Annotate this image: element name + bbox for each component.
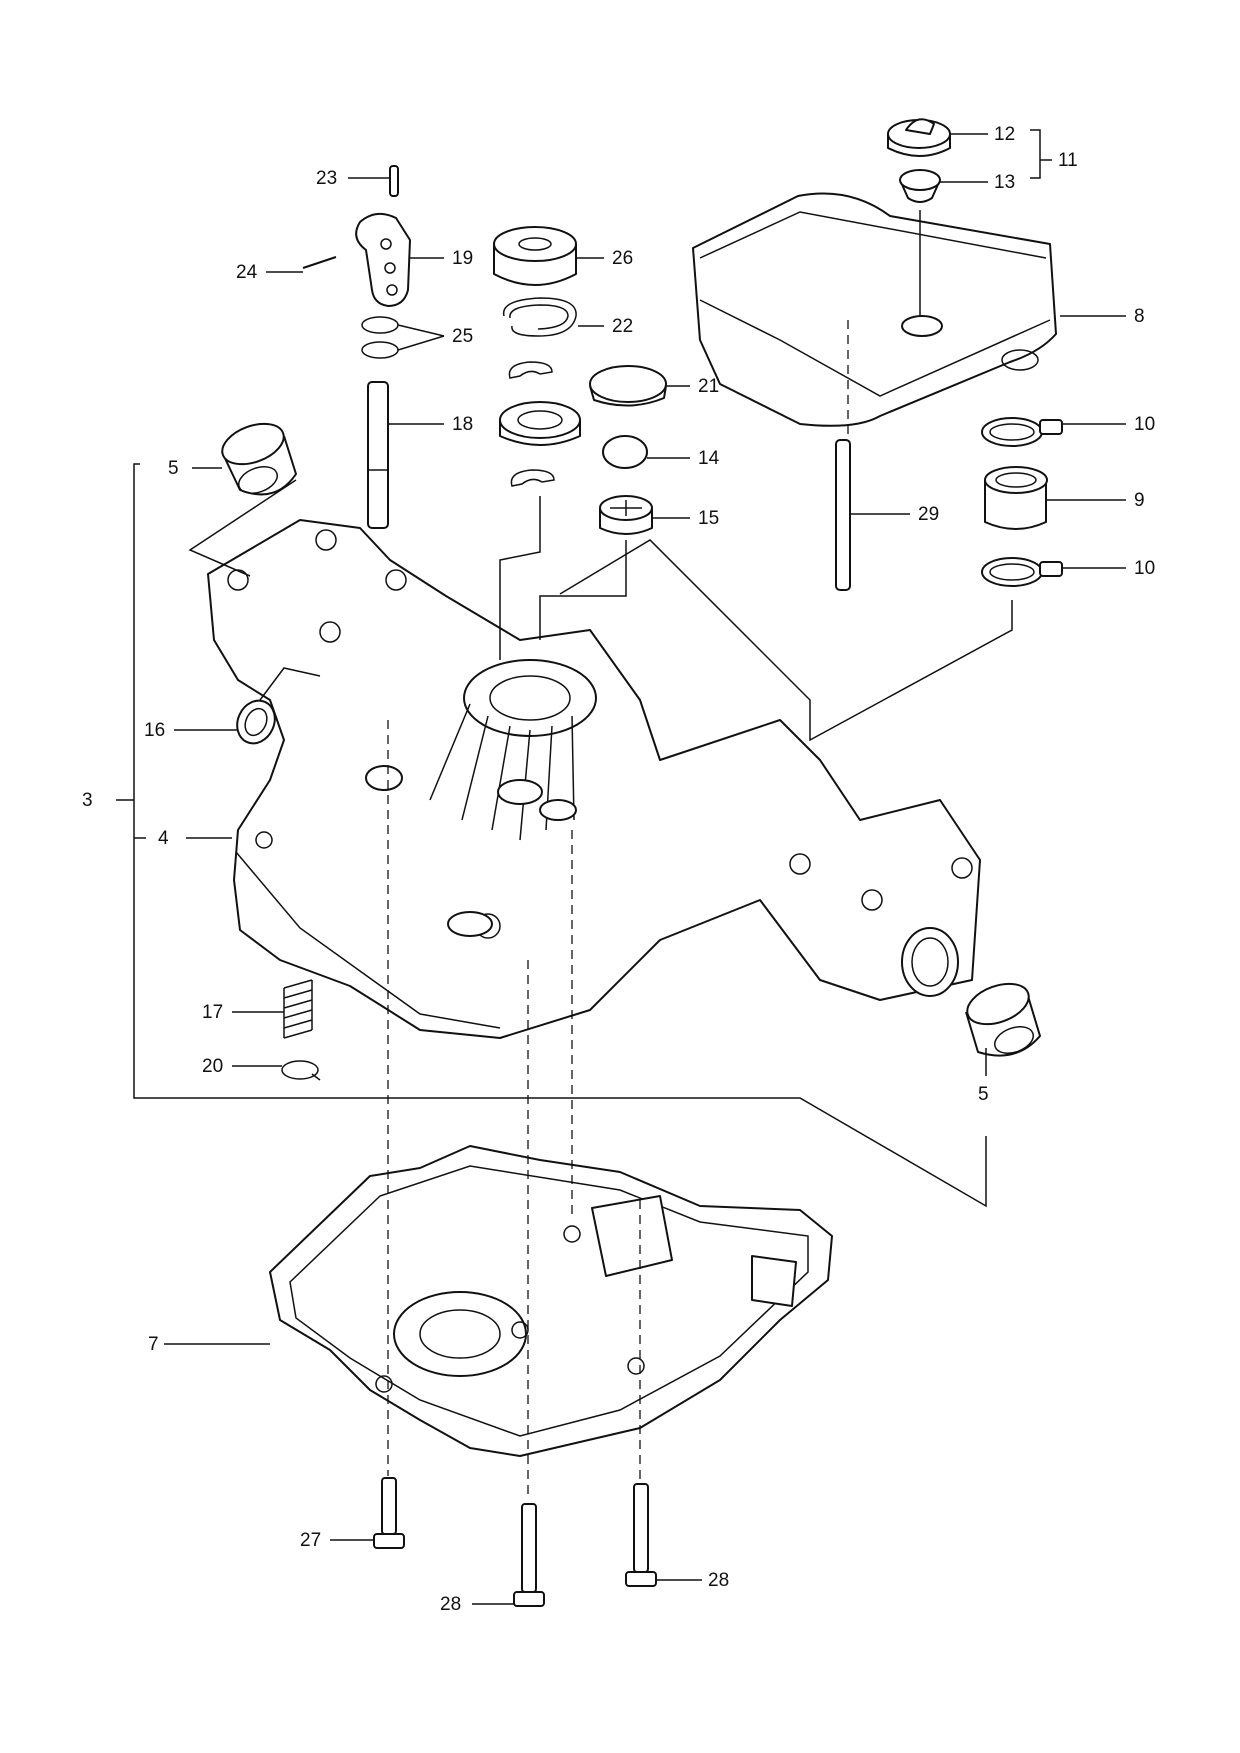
part-18-shaft xyxy=(367,381,389,529)
callout-29: 29 xyxy=(918,504,939,525)
part-28-bolt-right xyxy=(625,1483,657,1587)
callout-3: 3 xyxy=(82,790,93,811)
part-5-bushing-upper xyxy=(221,422,297,496)
part-ball-bearing xyxy=(499,401,581,446)
callout-15: 15 xyxy=(698,508,719,529)
part-9-hose xyxy=(984,466,1048,530)
part-16-oil-seal xyxy=(236,699,276,745)
part-23-pin xyxy=(389,165,399,197)
part-24-spring-pin xyxy=(302,256,337,269)
callout-5-upper: 5 xyxy=(168,458,179,479)
part-10-hose-clamp-lower xyxy=(981,557,1063,587)
callout-25: 25 xyxy=(452,326,473,347)
callout-28-right: 28 xyxy=(708,1570,729,1591)
part-14-disc-plug xyxy=(602,435,648,469)
callout-14: 14 xyxy=(698,448,720,469)
callout-10-lower: 10 xyxy=(1134,558,1155,579)
callout-10-upper: 10 xyxy=(1134,414,1155,435)
callout-5-lower: 5 xyxy=(978,1084,989,1105)
callout-26: 26 xyxy=(612,248,633,269)
part-21-cap xyxy=(589,365,667,407)
callout-11: 11 xyxy=(1058,150,1078,171)
callout-21: 21 xyxy=(698,376,719,397)
callout-8: 8 xyxy=(1134,306,1145,327)
part-4-upper-housing xyxy=(207,519,981,1039)
part-26-bushing xyxy=(493,226,577,286)
callout-4: 4 xyxy=(158,828,169,849)
part-22-circlip xyxy=(502,297,577,337)
callout-17: 17 xyxy=(202,1002,223,1023)
part-5-bushing-lower xyxy=(965,982,1041,1057)
leader-lines xyxy=(116,129,1126,1605)
part-27-bolt xyxy=(373,1477,405,1549)
part-20-snap-ring xyxy=(281,1060,321,1081)
callout-9: 9 xyxy=(1134,490,1145,511)
callout-13: 13 xyxy=(994,172,1015,193)
callout-24: 24 xyxy=(236,262,258,283)
part-13-plug xyxy=(899,169,941,203)
callout-27: 27 xyxy=(300,1530,321,1551)
callout-18: 18 xyxy=(452,414,473,435)
part-15-slotted-plug xyxy=(599,495,653,535)
callout-28-left: 28 xyxy=(440,1594,461,1615)
callout-22: 22 xyxy=(612,316,633,337)
callout-23: 23 xyxy=(316,168,337,189)
part-7-lower-case xyxy=(269,1145,833,1457)
part-12-filler-cap xyxy=(887,118,951,157)
callout-7: 7 xyxy=(148,1334,159,1355)
callout-19: 19 xyxy=(452,248,473,269)
callout-labels: 3 4 5 5 7 8 9 10 10 11 12 13 14 15 16 17… xyxy=(82,124,1155,1615)
part-retaining-clip-lower xyxy=(510,469,555,487)
callout-12: 12 xyxy=(994,124,1015,145)
part-29-rod xyxy=(835,439,851,591)
part-19-lever-arm xyxy=(355,212,411,307)
part-8-reservoir-tank xyxy=(692,192,1057,427)
part-28-bolt-left xyxy=(513,1503,545,1607)
part-17-spring xyxy=(283,979,313,1039)
callout-20: 20 xyxy=(202,1056,223,1077)
part-retaining-clip-upper xyxy=(508,361,553,379)
part-25-o-rings xyxy=(361,316,399,359)
part-10-hose-clamp-upper xyxy=(981,417,1063,447)
callout-16: 16 xyxy=(144,720,165,741)
